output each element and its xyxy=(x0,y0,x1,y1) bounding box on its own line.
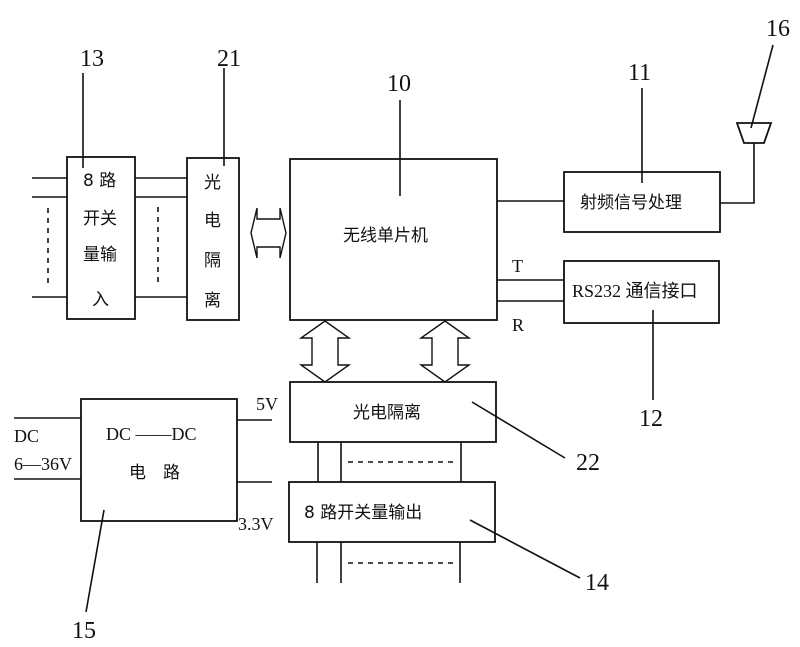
rf-processing-label: 射频信号处理 xyxy=(580,193,682,213)
dc-dc-block xyxy=(80,398,238,522)
ref-21: 21 xyxy=(217,46,241,72)
ref-10: 10 xyxy=(387,71,411,97)
switch-output-block xyxy=(288,481,496,543)
dc-dc-circuit-label: 电 路 xyxy=(129,463,180,483)
input-to-opto-lines xyxy=(135,177,187,298)
switch-input-line-3: 量输 xyxy=(83,245,117,265)
ref-16: 16 xyxy=(766,16,790,42)
bidirectional-arrow-vertical-left xyxy=(298,320,352,383)
wireless-mcu-label: 无线单片机 xyxy=(343,226,428,246)
ref-leader-22 xyxy=(471,401,566,459)
ref-15: 15 xyxy=(72,618,96,644)
bidirectional-arrow-horizontal xyxy=(250,207,287,259)
dc-input-label: DC xyxy=(14,426,39,446)
ref-11: 11 xyxy=(628,60,651,86)
ref-13: 13 xyxy=(80,46,104,72)
bidirectional-arrow-vertical-right xyxy=(418,320,472,383)
opto-output-block xyxy=(289,381,497,443)
rf-antenna-link xyxy=(720,143,755,204)
opto-to-output-lines xyxy=(317,442,462,482)
ref-leader-15 xyxy=(85,509,105,613)
opto-input-char-1: 光 xyxy=(204,173,221,193)
ref-leader-16 xyxy=(750,44,774,129)
input-lines xyxy=(32,177,67,298)
switch-output-label: 8 路开关量输出 xyxy=(304,503,422,523)
dc-dc-label: DC ——DC xyxy=(106,424,197,444)
switch-input-line-2: 开关 xyxy=(83,209,117,229)
rs232-interface-label: RS232 通信接口 xyxy=(572,281,698,301)
opto-output-label: 光电隔离 xyxy=(353,403,421,423)
opto-input-block xyxy=(186,157,240,321)
tx-label: T xyxy=(512,256,523,276)
opto-input-char-3: 隔 xyxy=(204,251,221,271)
switch-input-block xyxy=(66,156,136,320)
rs232-interface-block xyxy=(563,260,720,324)
ref-14: 14 xyxy=(585,570,609,596)
switch-input-line-1: 8 路 xyxy=(83,171,116,191)
ref-12: 12 xyxy=(639,406,663,432)
dc-input-range-label: 6—36V xyxy=(14,454,72,474)
rx-label: R xyxy=(512,315,524,335)
wireless-mcu-block xyxy=(289,158,498,321)
opto-input-char-4: 离 xyxy=(204,291,221,311)
switch-input-line-4: 入 xyxy=(92,290,109,310)
5v-label: 5V xyxy=(256,394,278,414)
ref-22: 22 xyxy=(576,450,600,476)
antenna-icon xyxy=(735,122,773,144)
output-lines xyxy=(316,542,461,583)
3v3-label: 3.3V xyxy=(238,514,274,534)
opto-input-char-2: 电 xyxy=(204,211,221,231)
ref-leader-14 xyxy=(469,519,581,579)
